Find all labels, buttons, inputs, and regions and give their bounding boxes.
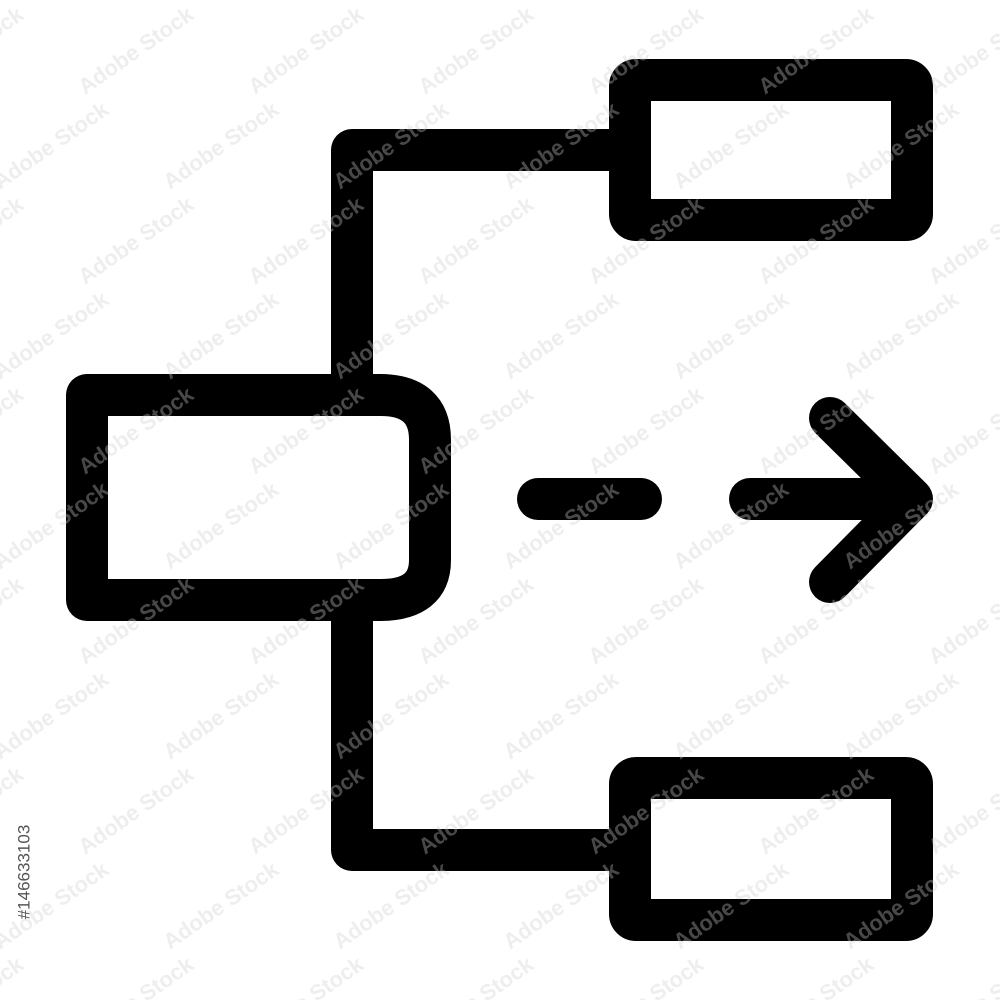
source-box	[66, 374, 451, 621]
arrowhead-icon	[809, 397, 933, 603]
stock-id-label: #146633103	[4, 755, 44, 1000]
connector-line-top	[331, 129, 630, 395]
stock-id-text: #146633103	[14, 824, 34, 920]
connector-line-bottom	[331, 605, 630, 871]
target-box-bottom	[609, 757, 933, 941]
target-box-top	[609, 59, 933, 241]
